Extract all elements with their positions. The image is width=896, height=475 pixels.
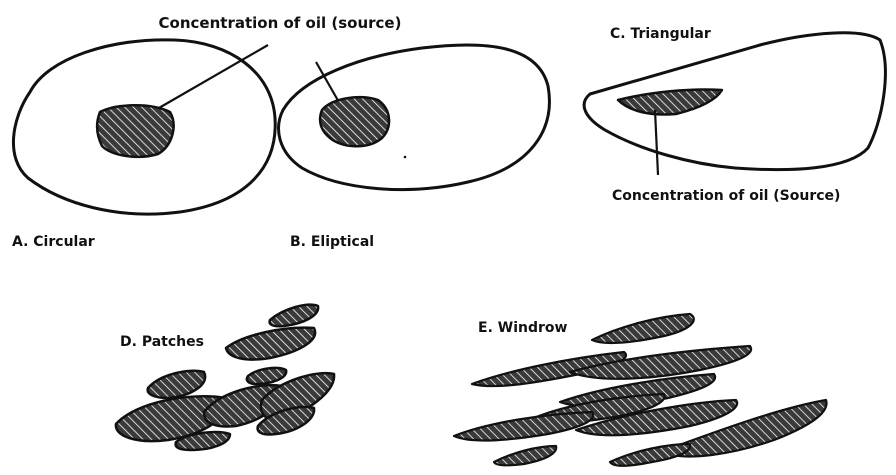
oil-patch [148,371,205,398]
panel-windrow: E. Windrow [454,314,827,466]
windrow-streak [494,446,556,465]
oil-patch [247,368,286,384]
panel-triangular: C. Triangular Concentration of oil (Sour… [584,26,885,204]
source-concentration-caption: Concentration of oil (source) [159,14,402,32]
circular-source-leader [152,45,268,112]
triangular-source-patch [618,89,722,114]
patches-label: D. Patches [120,334,204,350]
windrow-streak [592,314,694,343]
windrow-streak [610,444,690,466]
elliptical-source-patch [320,97,389,146]
panel-elliptical: B. Eliptical [279,45,550,250]
oil-patch [226,328,315,360]
circular-label: A. Circular [12,234,95,250]
triangular-source-caption: Concentration of oil (Source) [612,188,840,204]
panel-patches: D. Patches [116,305,334,450]
circular-source-patch [97,105,173,157]
windrow-streak [454,412,593,440]
oil-patch [270,305,319,326]
triangular-label: C. Triangular [610,26,711,42]
panel-circular: A. Circular [12,40,275,250]
elliptical-label: B. Eliptical [290,234,374,250]
speck [404,156,407,159]
windrow-label: E. Windrow [478,320,568,336]
triangular-source-leader [655,110,658,175]
